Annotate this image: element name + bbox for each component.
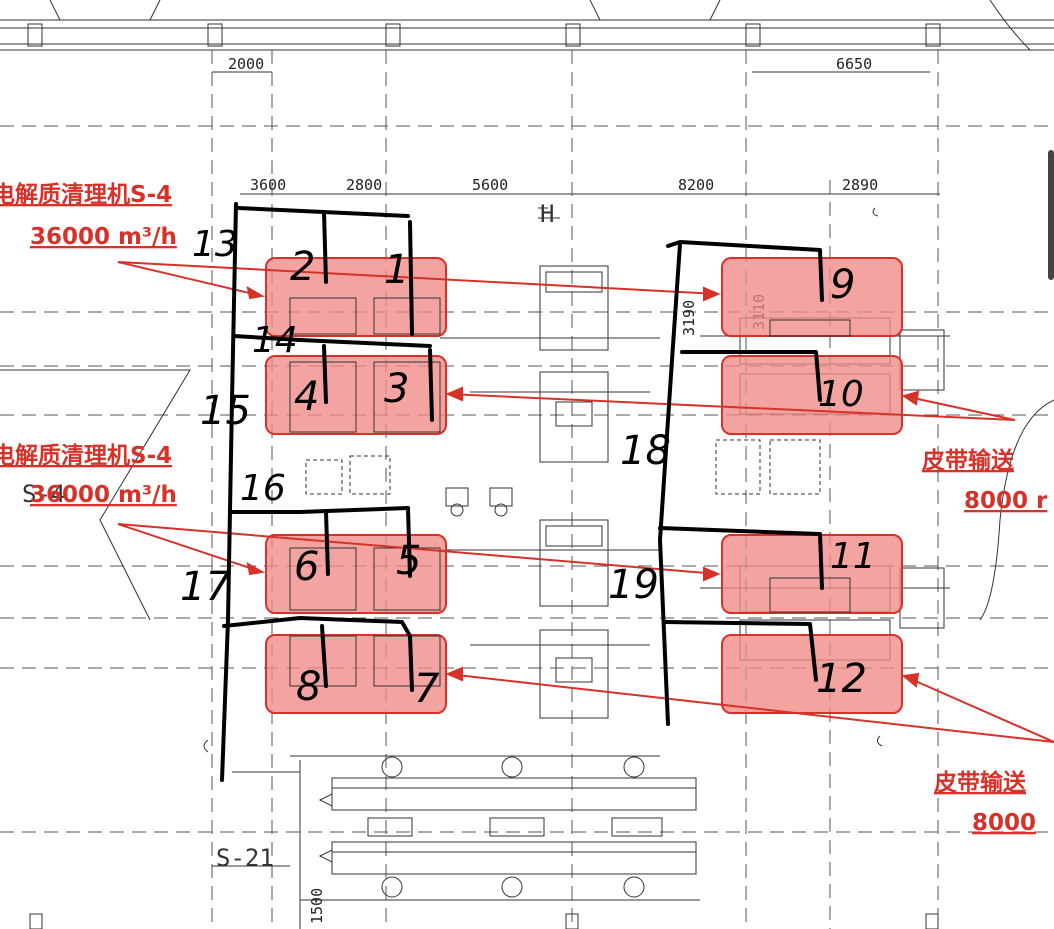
hand-number-9: 9	[830, 262, 855, 308]
belt-label-lower: 皮带输送	[934, 769, 1026, 796]
hand-number-4: 4	[294, 374, 319, 420]
belt-flow-lower: 8000	[972, 810, 1036, 836]
hand-number-15: 15	[200, 388, 251, 434]
hand-number-7: 7	[414, 666, 440, 712]
hand-number-3: 3	[384, 366, 409, 412]
hand-number-11: 11	[830, 536, 876, 577]
hand-number-17: 17	[180, 564, 231, 610]
hand-number-1: 1	[384, 247, 409, 293]
machine-flow-top: 36000 m³/h	[30, 224, 177, 250]
label-h: H	[540, 200, 554, 228]
annotation-arrows	[117, 261, 1054, 743]
handwritten-strokes	[220, 202, 824, 782]
hand-number-18: 18	[620, 428, 671, 474]
hand-number-16: 16	[240, 468, 286, 509]
handwritten-numbers: 1 2 3 4 5 6 7 8 9 10 11 12 13 14 15 16 1…	[180, 224, 876, 712]
machine-label-mid: 电解质清理机S-4	[0, 442, 172, 469]
belt-label-upper: 皮带输送	[922, 447, 1014, 474]
machine-label-top: 电解质清理机S-4	[0, 181, 172, 208]
machine-flow-mid: 36000 m³/h	[30, 482, 177, 508]
scrollbar-sliver[interactable]	[1048, 150, 1054, 280]
label-s4: S-4	[22, 480, 65, 508]
hand-number-14: 14	[252, 320, 298, 361]
highlight-box-6	[721, 355, 903, 435]
dim-vert-3190: 3190	[680, 300, 698, 336]
dim-row-5600: 5600	[472, 176, 508, 194]
hand-number-13: 13	[192, 224, 238, 265]
dim-row-8200: 8200	[678, 176, 714, 194]
highlight-box-5	[721, 257, 903, 337]
hand-number-10: 10	[818, 374, 864, 415]
hand-number-12: 12	[816, 656, 867, 702]
dim-row-2890: 2890	[842, 176, 878, 194]
belt-flow-upper: 8000 r	[964, 488, 1048, 514]
hand-number-6: 6	[294, 544, 319, 590]
red-annotations: 电解质清理机S-4 36000 m³/h 电解质清理机S-4 36000 m³/…	[0, 181, 1048, 836]
hand-number-2: 2	[290, 244, 315, 290]
dim-vert-1500: 1500	[308, 888, 326, 924]
label-s21: S-21	[216, 844, 274, 872]
dimension-labels: 2000 6650 3600 2800 5600 8200 2890 3190 …	[22, 55, 878, 924]
dim-top-2000: 2000	[228, 55, 264, 73]
dim-row-2800: 2800	[346, 176, 382, 194]
dim-row-3600: 3600	[250, 176, 286, 194]
hand-number-8: 8	[296, 664, 321, 710]
hand-number-5: 5	[396, 538, 421, 584]
hand-number-19: 19	[608, 562, 659, 608]
dim-top-6650: 6650	[836, 55, 872, 73]
